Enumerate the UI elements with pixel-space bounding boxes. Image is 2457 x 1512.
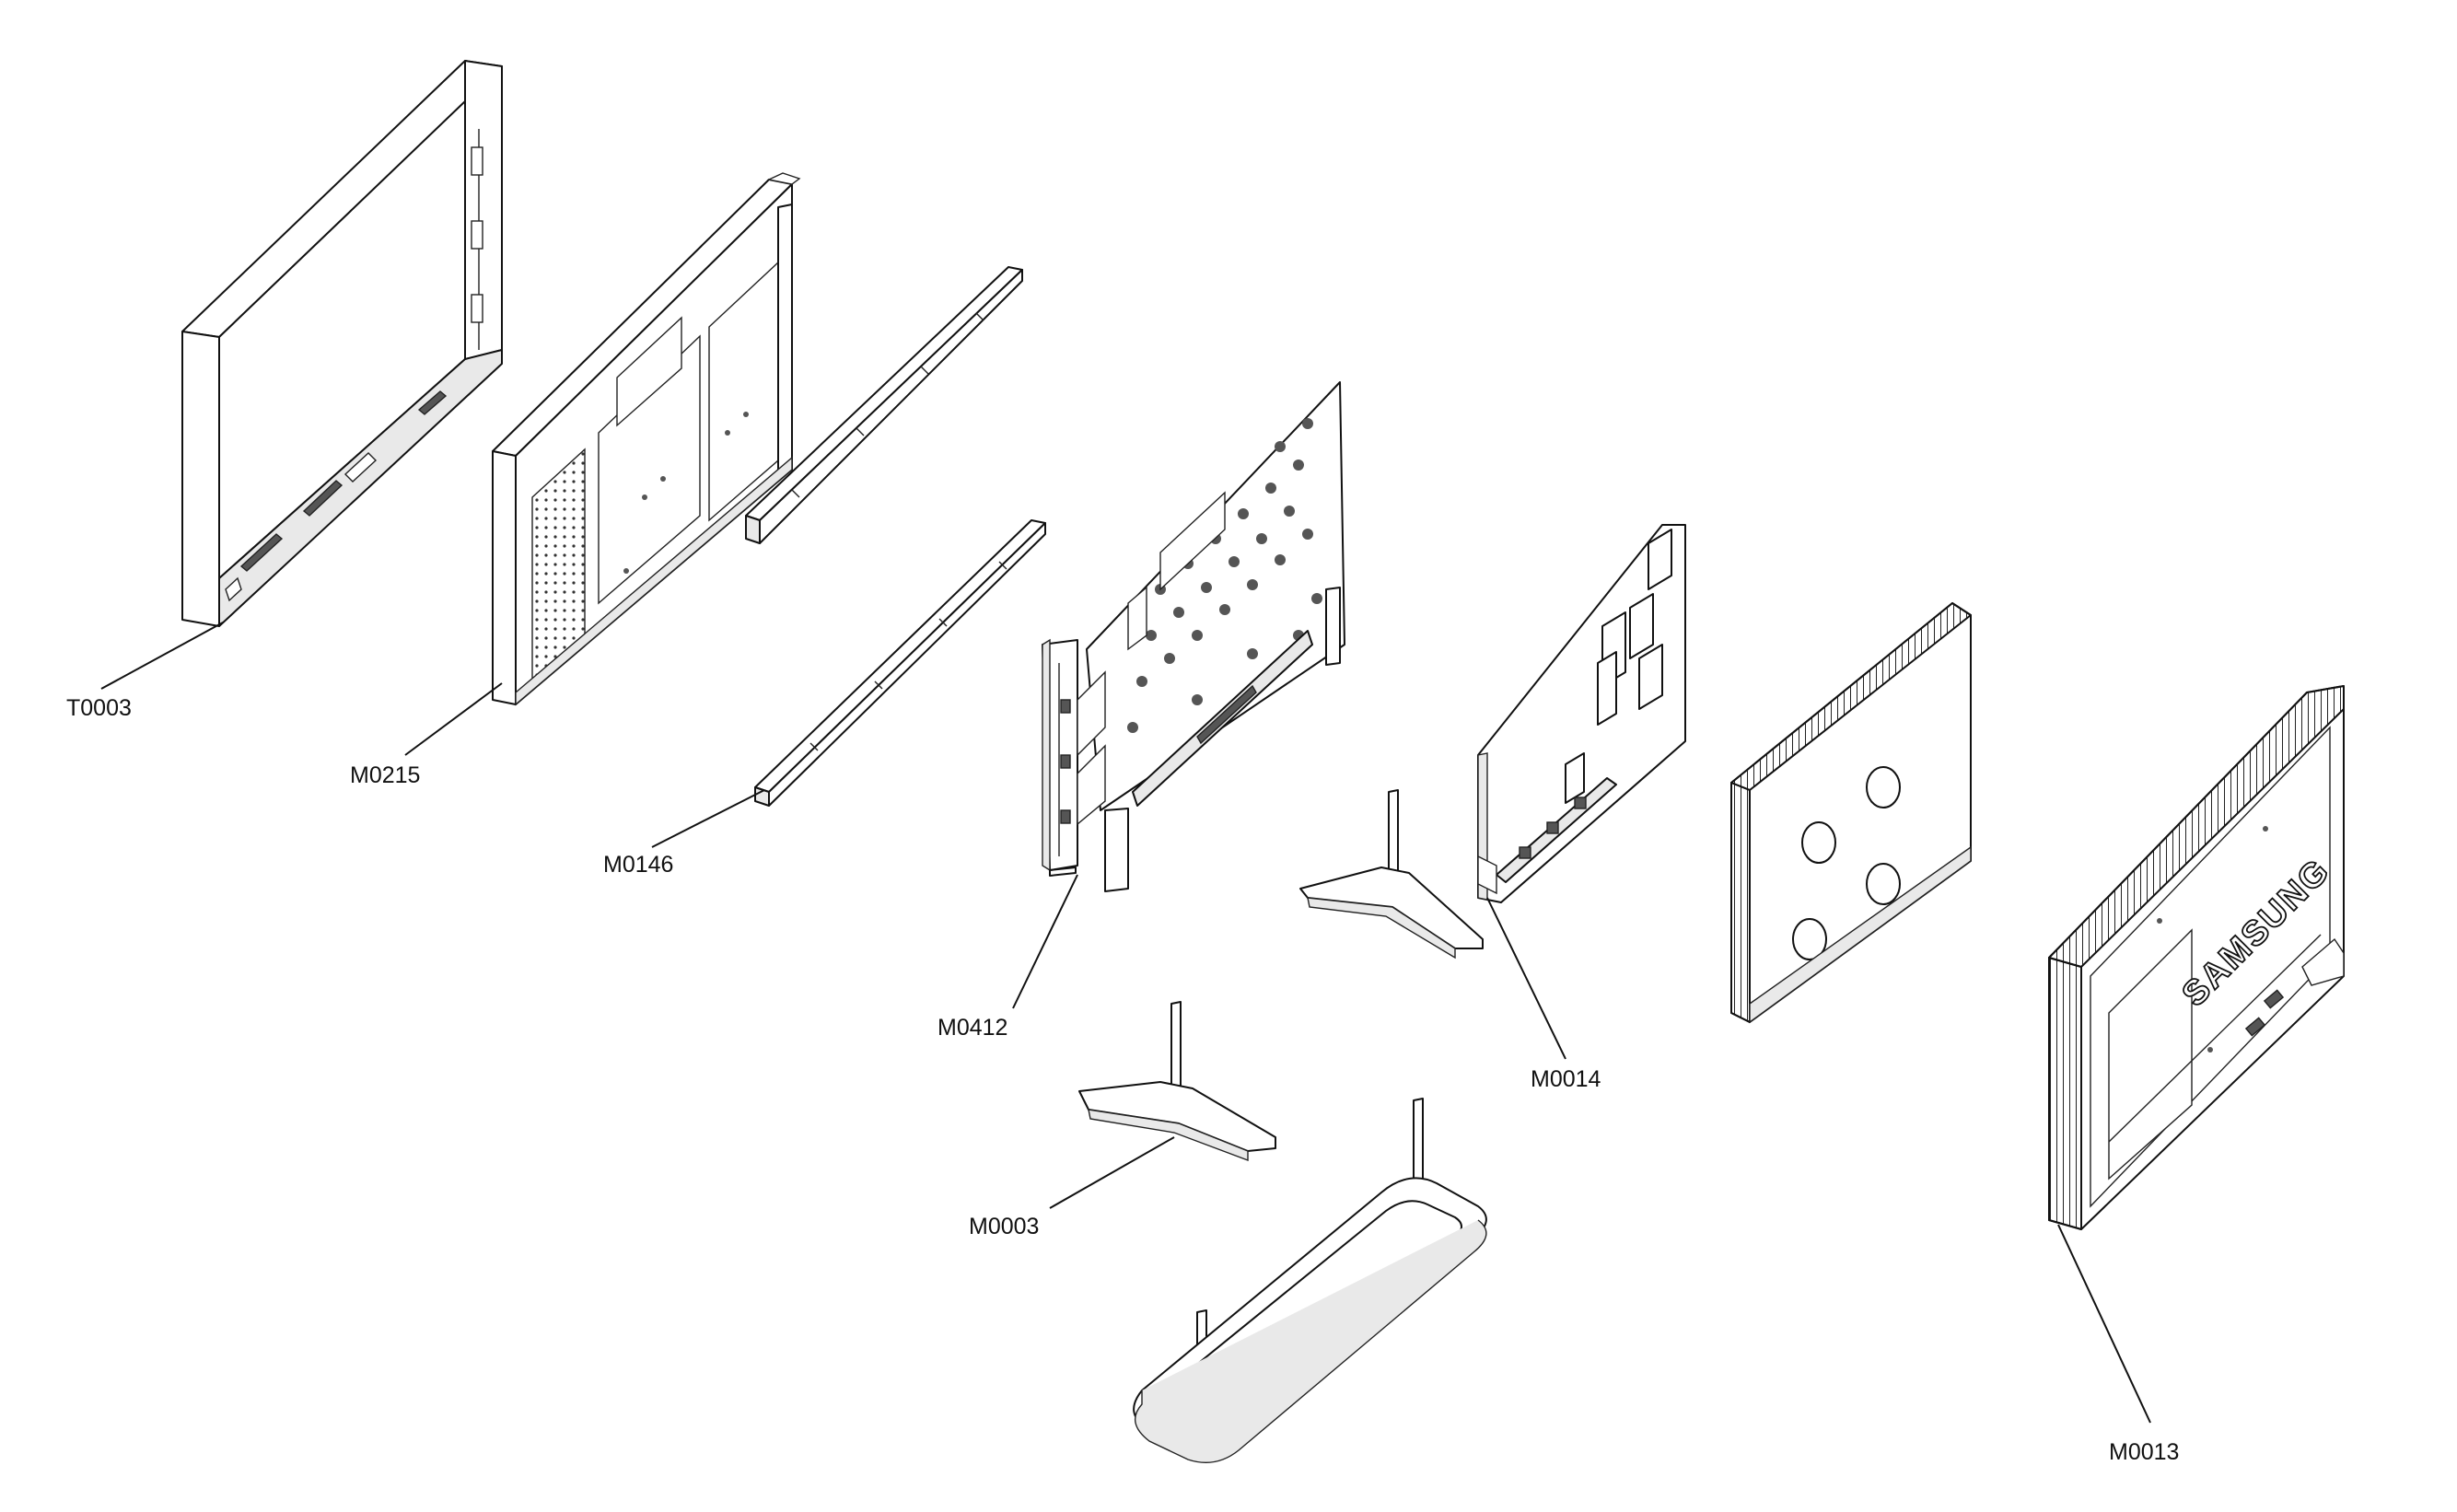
- rear-chassis-panel-part: [1730, 602, 1972, 1024]
- main-chassis-part: [1042, 381, 1345, 892]
- leader-line-t0003: [100, 622, 224, 690]
- leader-line-m0003: [1049, 1136, 1175, 1209]
- leader-line-m0146: [651, 789, 765, 848]
- circuit-board-part: [1477, 524, 1686, 903]
- part-label-m0215: M0215: [350, 762, 420, 788]
- side-brackets-part: [745, 266, 1046, 807]
- front-bezel-part: [181, 60, 503, 627]
- part-labels: T0003 M0215 M0146 M0412 M0014 M0003 M001…: [66, 695, 2179, 1465]
- part-label-m0013: M0013: [2109, 1439, 2179, 1465]
- leader-lines: [100, 622, 2151, 1424]
- part-label-m0003: M0003: [969, 1214, 1039, 1239]
- leader-line-m0215: [404, 682, 503, 756]
- leader-line-m0013: [2057, 1224, 2151, 1424]
- part-label-m0146: M0146: [603, 852, 673, 878]
- leader-line-m0014: [1486, 897, 1566, 1060]
- panel-frame-part: [492, 172, 801, 706]
- part-label-t0003: T0003: [66, 695, 132, 721]
- part-label-m0412: M0412: [937, 1015, 1007, 1041]
- rear-cover-part: SAMSUNG: [2048, 685, 2345, 1230]
- part-label-m0014: M0014: [1531, 1066, 1601, 1092]
- stand-foot-middle-part: [1299, 789, 1484, 960]
- stand-foot-part: [1078, 1001, 1276, 1162]
- stand-base-frame-part: [1133, 1098, 1487, 1463]
- leader-line-m0412: [1012, 874, 1078, 1009]
